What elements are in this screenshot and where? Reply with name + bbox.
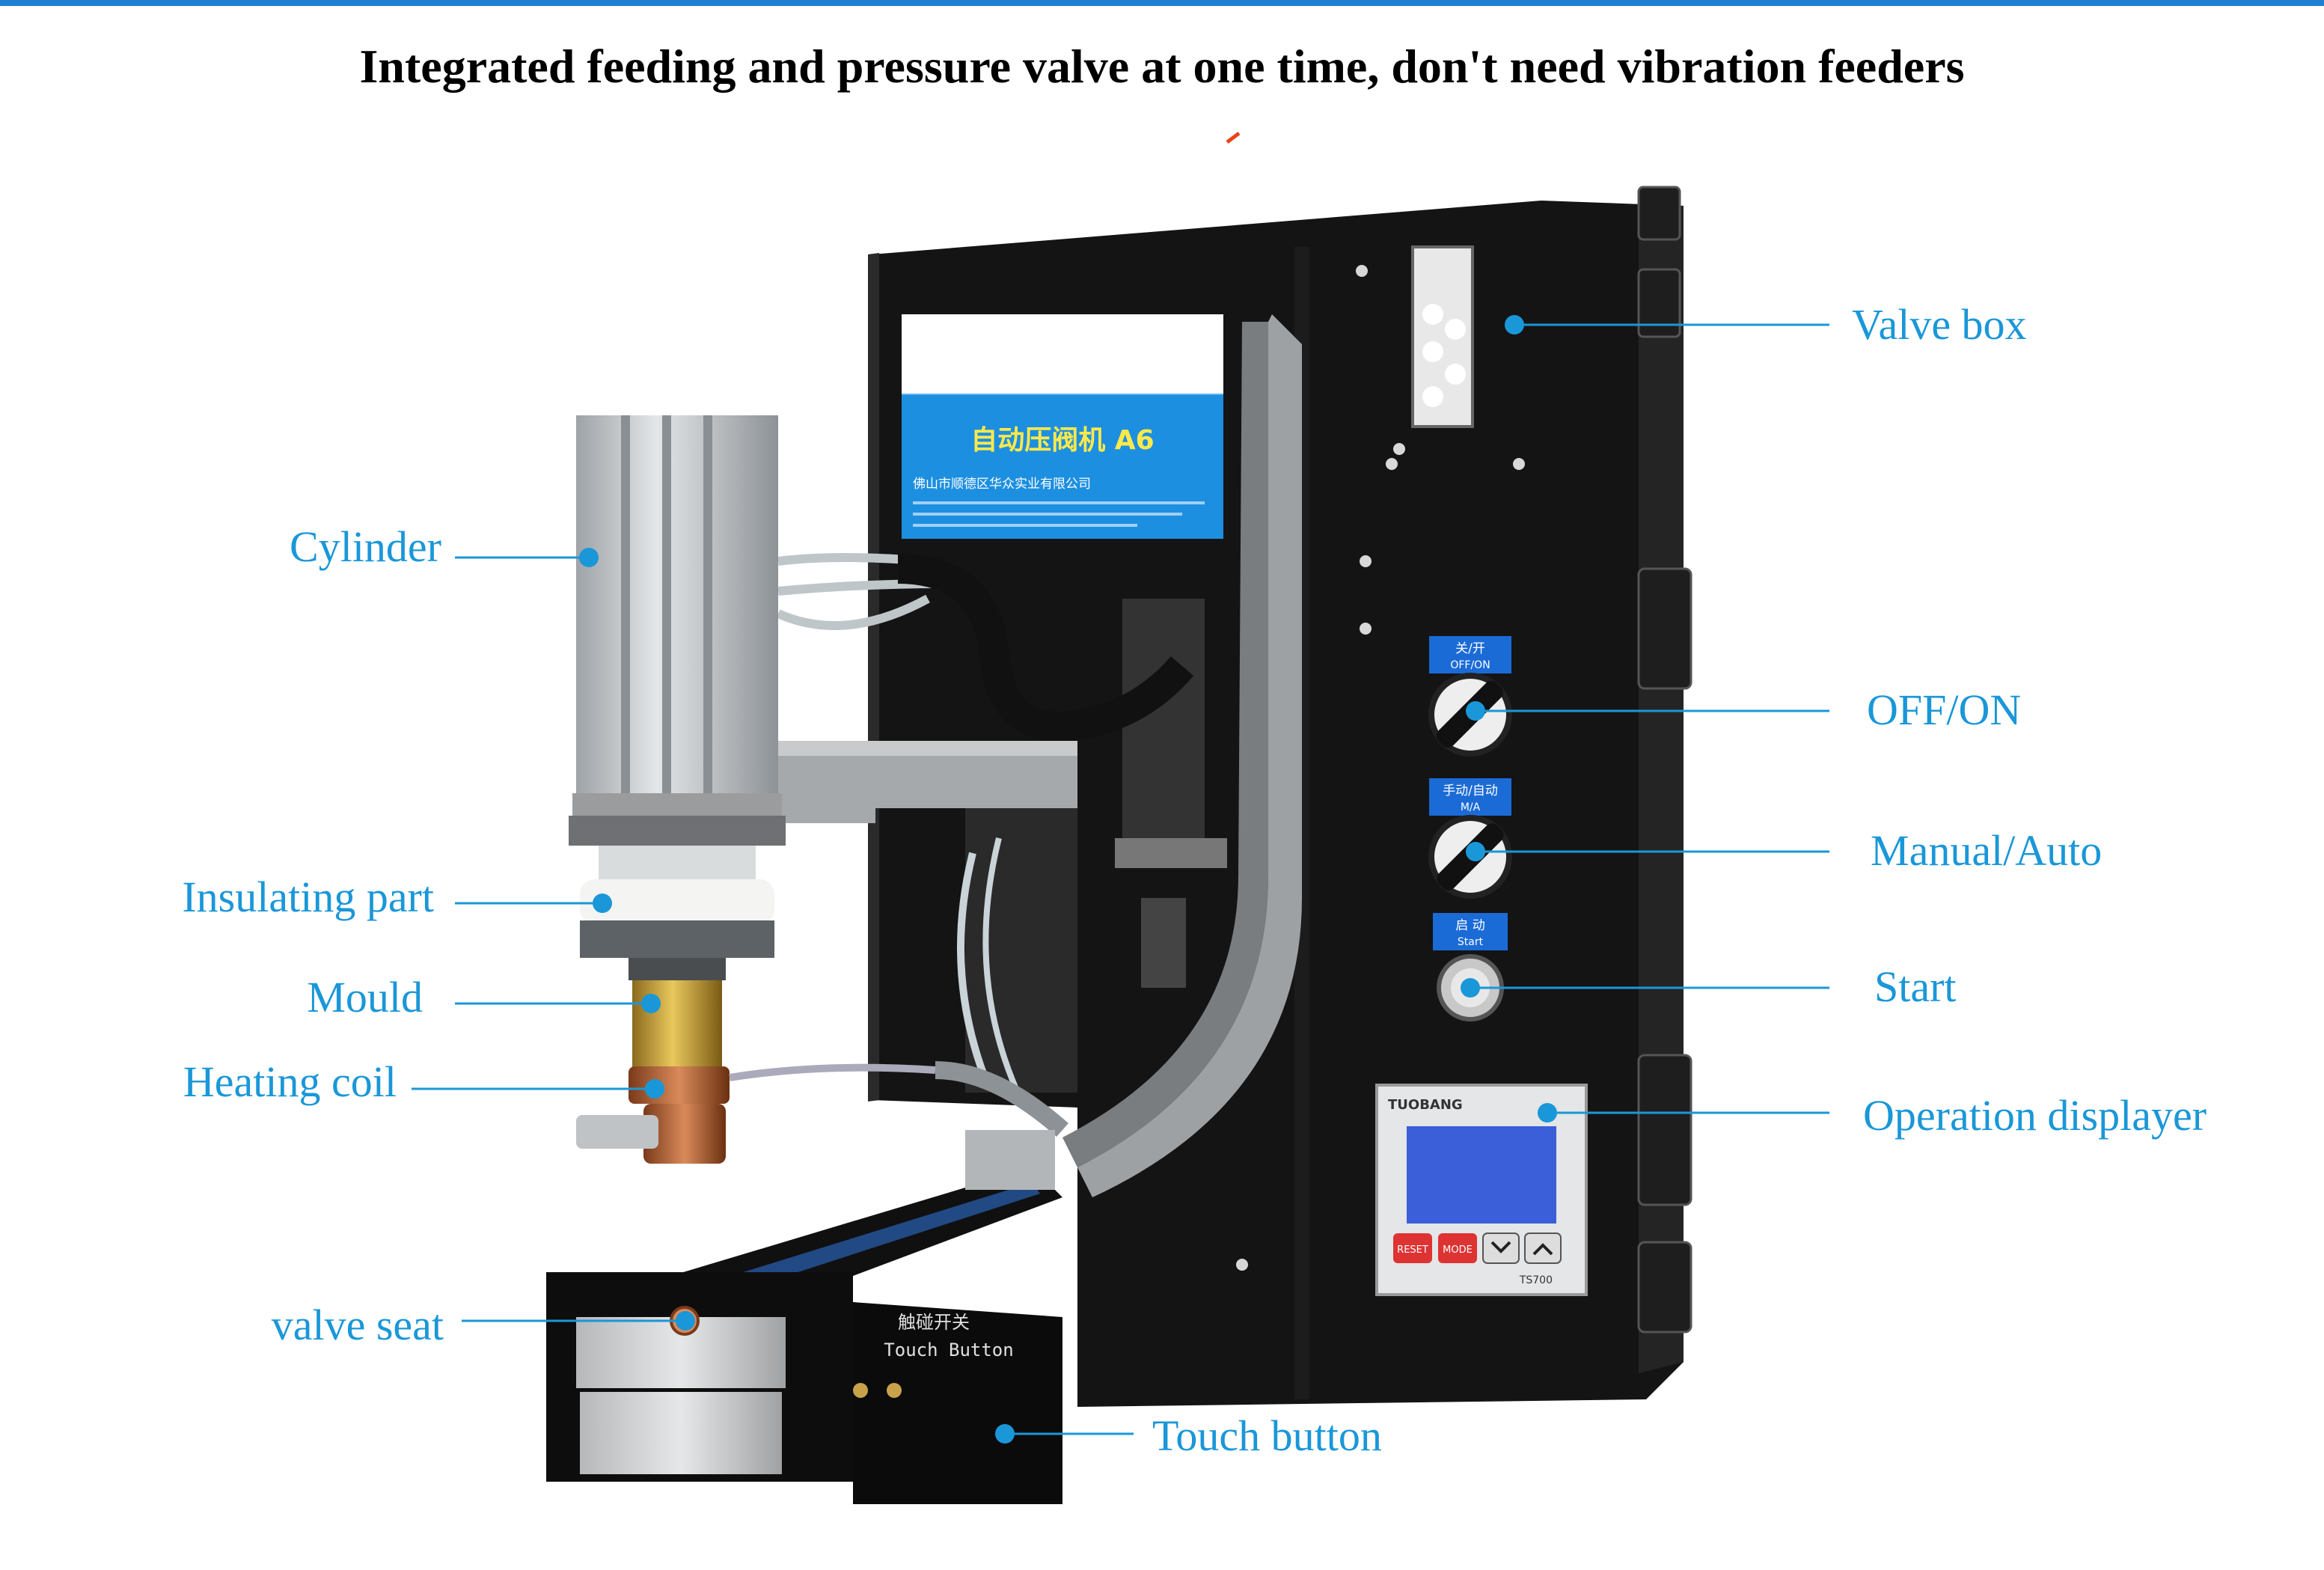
chevron-down-icon — [1490, 1241, 1511, 1253]
inner-mechanism — [957, 599, 1227, 1094]
nameplate-company: 佛山市顺德区华众实业有限公司 — [913, 477, 1091, 492]
callout-lines — [412, 315, 1829, 1444]
chevron-up-icon — [1532, 1243, 1553, 1256]
svg-text:MODE: MODE — [1443, 1244, 1473, 1256]
mould — [629, 958, 726, 1070]
insulating-part — [580, 846, 774, 958]
manual-auto-switch[interactable]: 手动/自动 M/A — [1428, 778, 1512, 899]
label-valve-seat: valve seat — [271, 1301, 444, 1349]
valve-seat — [546, 1272, 853, 1482]
page-title: Integrated feeding and pressure valve at… — [359, 40, 1965, 93]
cabinet-screws — [1236, 265, 1525, 1271]
display-up-button[interactable] — [1524, 1233, 1562, 1264]
off-on-switch[interactable]: 关/开 OFF/ON — [1428, 636, 1512, 757]
svg-text:OFF/ON: OFF/ON — [1450, 659, 1490, 671]
feeding-rail — [1062, 314, 1302, 1197]
valve-box-window — [1411, 245, 1474, 428]
label-cylinder: Cylinder — [290, 522, 441, 571]
cabinet-hinges — [1637, 186, 1692, 1334]
svg-text:M/A: M/A — [1461, 801, 1481, 813]
machine-nameplate: 自动压阀机 A6 佛山市顺德区华众实业有限公司 — [902, 314, 1223, 539]
svg-text:Start: Start — [1458, 936, 1484, 948]
svg-text:触碰开关: 触碰开关 — [898, 1312, 970, 1333]
svg-text:Touch Button: Touch Button — [884, 1340, 1013, 1360]
air-hoses — [776, 553, 1194, 742]
svg-text:TS700: TS700 — [1519, 1274, 1553, 1286]
label-mould: Mould — [307, 973, 423, 1021]
accent-mark — [1226, 132, 1241, 144]
svg-text:关/开: 关/开 — [1455, 641, 1485, 656]
svg-text:手动/自动: 手动/自动 — [1443, 784, 1498, 798]
arm-bracket — [718, 741, 1077, 823]
label-valve-box: Valve box — [1852, 300, 2027, 349]
label-touch-button: Touch button — [1152, 1411, 1382, 1460]
top-accent-bar — [0, 0, 2324, 6]
display-mode-button[interactable]: MODE — [1438, 1233, 1477, 1263]
label-heating-coil: Heating coil — [183, 1057, 397, 1106]
display-reset-button[interactable]: RESET — [1393, 1233, 1432, 1263]
svg-text:RESET: RESET — [1397, 1244, 1428, 1256]
cylinder — [569, 415, 786, 846]
nameplate-title: 自动压阀机 A6 — [970, 425, 1154, 456]
svg-text:TUOBANG: TUOBANG — [1388, 1097, 1463, 1113]
label-off-on: OFF/ON — [1867, 685, 2022, 734]
label-start: Start — [1874, 962, 1957, 1011]
display-down-button[interactable] — [1482, 1233, 1520, 1264]
svg-text:启 动: 启 动 — [1455, 918, 1484, 933]
label-insulating-part: Insulating part — [182, 873, 434, 921]
touch-button-plate[interactable]: 触碰开关 Touch Button — [853, 1302, 1062, 1504]
label-operation-displayer: Operation displayer — [1863, 1091, 2207, 1140]
label-manual-auto: Manual/Auto — [1871, 826, 2103, 875]
